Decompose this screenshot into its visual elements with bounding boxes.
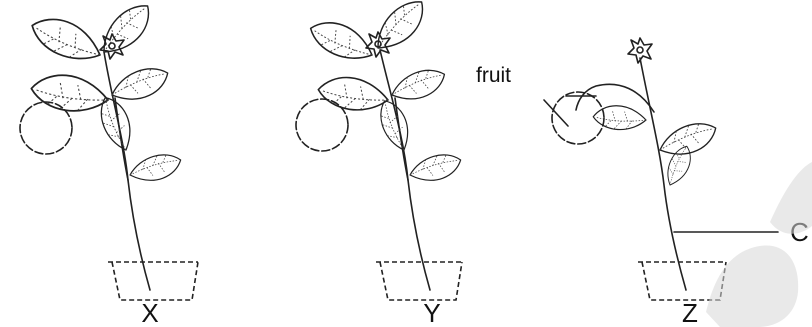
plant-x [20,0,198,300]
caption-z: Z [682,298,698,327]
svg-text:Y: Y [423,298,440,327]
svg-text:Z: Z [682,298,698,327]
caption-x: X [141,298,158,327]
fruit-label: fruit [476,64,511,87]
svg-text:fruit: fruit [476,64,511,87]
caption-y: Y [423,298,440,327]
plant-y [296,0,463,300]
svg-text:X: X [141,298,158,327]
